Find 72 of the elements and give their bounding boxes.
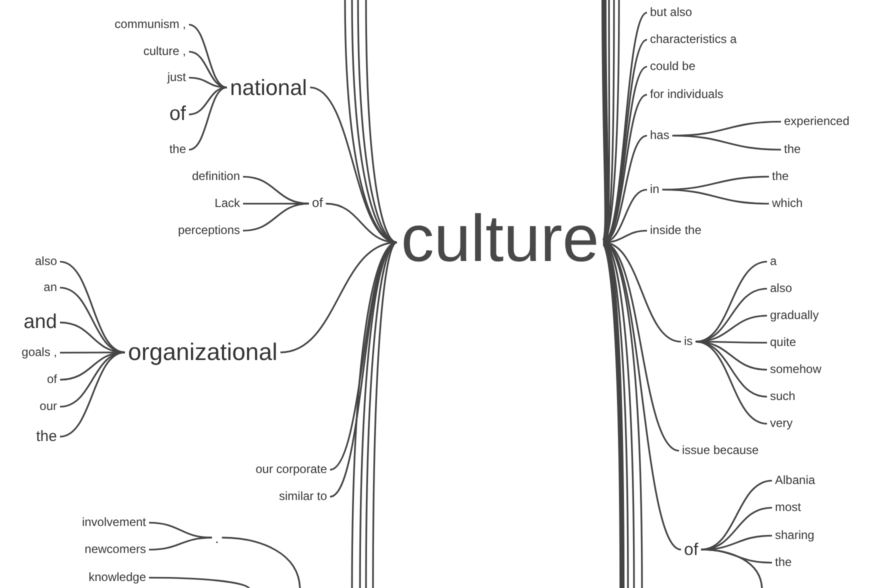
word-label: involvement: [82, 516, 146, 530]
word-label: organizational: [128, 338, 278, 366]
word-label: of: [46, 372, 57, 387]
word-label: could be: [650, 60, 696, 74]
word-label: such: [770, 390, 796, 404]
word-label: for individuals: [650, 88, 724, 102]
word-label: culture ,: [143, 44, 186, 59]
word-label: but also: [650, 6, 692, 20]
branch-line: [365, 0, 398, 244]
branch-line: [662, 188, 770, 205]
branch-line: [701, 534, 772, 550]
word-label: just: [167, 70, 186, 85]
word-label: goals ,: [22, 346, 57, 360]
word-label: has: [650, 128, 670, 143]
branch-line: [372, 242, 398, 588]
word-label: the: [169, 142, 186, 157]
branch-line: [188, 86, 228, 151]
branch-line: [149, 576, 251, 588]
word-label: most: [775, 500, 802, 515]
branch-line: [601, 240, 624, 588]
word-label: the: [775, 556, 792, 570]
branch-line: [696, 288, 768, 343]
branch-line: [701, 548, 763, 588]
word-label: Albania: [775, 474, 816, 488]
word-label: Lack: [214, 196, 240, 211]
word-label: quite: [770, 336, 796, 350]
word-label: in: [650, 182, 660, 197]
word-label: knowledge: [88, 570, 146, 585]
branch-line: [188, 76, 228, 88]
branch-line: [148, 536, 212, 551]
word-label: the: [36, 428, 57, 446]
word-label: inside the: [650, 224, 702, 238]
word-label: gradually: [770, 308, 819, 323]
word-label: issue because: [682, 444, 759, 458]
word-label: of: [312, 196, 323, 212]
word-label: sharing: [775, 528, 814, 543]
word-label: .: [215, 530, 219, 546]
word-label: an: [44, 280, 57, 295]
word-label: a: [770, 254, 777, 269]
branch-line: [188, 86, 228, 116]
word-label: newcomers: [84, 542, 146, 557]
branch-line: [188, 24, 228, 88]
word-label: our corporate: [256, 462, 327, 477]
root-word: culture: [400, 205, 600, 272]
branch-line: [60, 352, 126, 438]
word-label: also: [34, 254, 57, 269]
word-label: somehow: [770, 362, 822, 377]
word-label: and: [24, 311, 57, 334]
word-label: perceptions: [178, 224, 240, 238]
branch-line: [672, 134, 782, 151]
word-label: very: [770, 416, 793, 431]
word-label: of: [684, 540, 698, 560]
word-label: is: [684, 334, 693, 349]
branch-line: [696, 314, 768, 343]
branch-line: [148, 522, 212, 538]
word-label: communism ,: [114, 18, 186, 32]
branch-line: [222, 536, 301, 588]
word-label: definition: [192, 170, 240, 184]
word-label: the: [772, 170, 789, 184]
word-label: the: [784, 142, 801, 157]
word-label: which: [772, 196, 803, 211]
word-label: experienced: [784, 114, 850, 129]
word-label: similar to: [278, 490, 327, 504]
word-label: characteristics a: [650, 32, 737, 47]
word-label: also: [770, 282, 792, 296]
branch-line: [696, 260, 768, 343]
word-label: our: [40, 400, 57, 414]
branch-line: [696, 340, 768, 425]
word-label: national: [230, 74, 308, 100]
branch-line: [242, 176, 310, 204]
branch-line: [242, 202, 310, 232]
word-label: of: [169, 103, 186, 126]
